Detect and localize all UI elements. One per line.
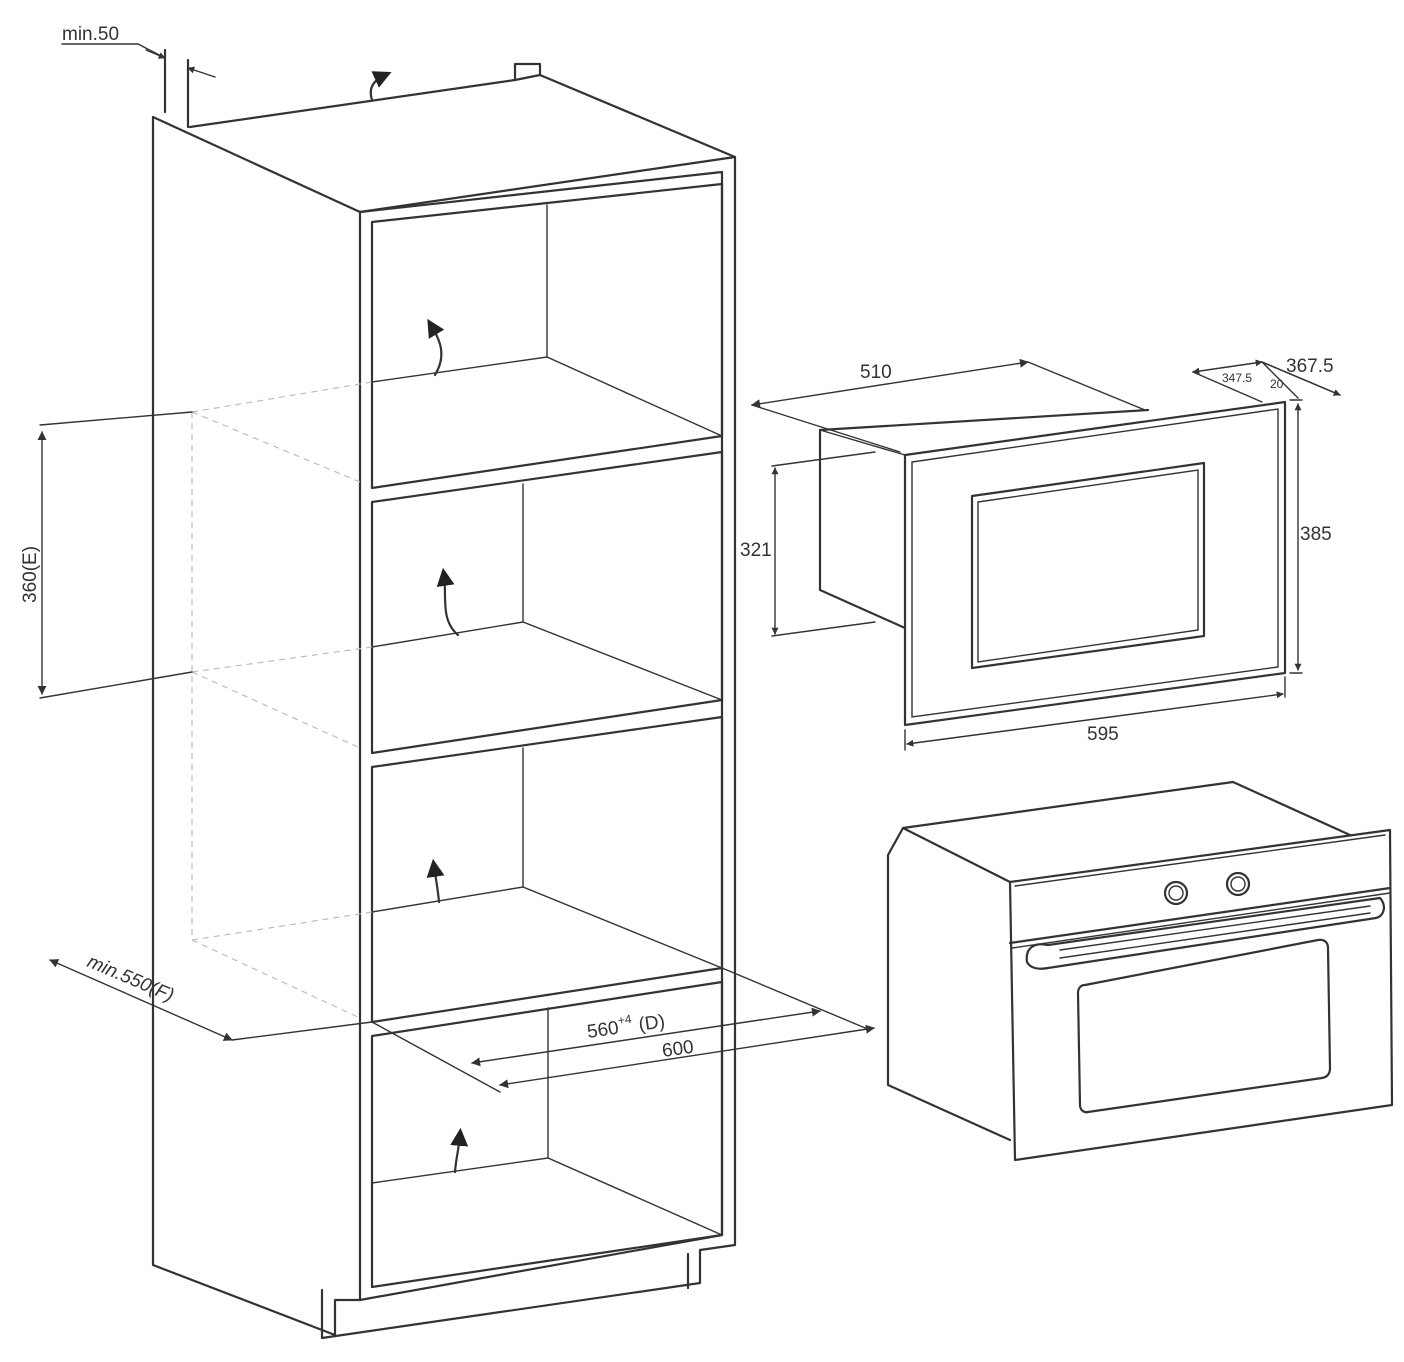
tall-cabinet (151, 48, 737, 1340)
airflow-arrow-2 (436, 567, 460, 637)
dimension-cavity-height: 360(E) (20, 411, 193, 699)
control-knob-left (1163, 880, 1189, 906)
dimension-front-width: 595 (904, 676, 1286, 751)
cabinet-compartment-1 (370, 182, 724, 490)
dimension-body-height: 321 (740, 451, 876, 637)
label-cavity-width: 560 (586, 1018, 620, 1043)
label-cavity-depth: min.550(F) (84, 951, 177, 1006)
appliance-perspective-view (886, 780, 1394, 1162)
airflow-arrow-3 (426, 858, 445, 904)
label-frame-thickness: 20 (1270, 377, 1284, 391)
label-front-height: 385 (1300, 524, 1332, 545)
appliance-dimension-view (818, 400, 1287, 727)
control-knob-right (1225, 871, 1251, 897)
cabinet-compartment-2 (370, 450, 724, 755)
dimension-appliance-depth: 510 (751, 358, 1146, 453)
dimension-frame-depth: 347.5 20 367.5 (1192, 356, 1341, 403)
control-knob-right-inner (1230, 876, 1246, 892)
label-cavity-height: 360(E) (20, 546, 41, 603)
cabinet-compartment-3 (370, 715, 724, 1024)
airflow-arrow-1 (427, 318, 445, 377)
airflow-arrows (369, 71, 469, 1174)
label-appliance-depth: 510 (860, 362, 892, 383)
dimension-cavity-depth: min.550(F) (49, 951, 373, 1041)
label-cavity-width-tolerance: +4 (617, 1012, 633, 1028)
airflow-arrow-4 (450, 1127, 469, 1174)
label-total-depth: 367.5 (1286, 356, 1334, 377)
dimension-front-height: 385 (1289, 399, 1332, 674)
control-knob-left-inner (1168, 885, 1184, 901)
airflow-arrow-top (369, 71, 392, 102)
label-frame-offset: 347.5 (1222, 371, 1252, 385)
label-top-clearance: min.50 (62, 24, 119, 45)
label-front-width: 595 (1087, 724, 1119, 745)
dimension-cavity-width: 560 +4 (D) 600 (371, 967, 875, 1093)
hidden-cavity-lines (191, 381, 373, 1019)
label-cabinet-width: 600 (661, 1037, 695, 1062)
cabinet-compartment-4 (370, 980, 724, 1289)
dimension-top-clearance: min.50 (61, 24, 216, 78)
label-body-height: 321 (740, 540, 772, 561)
label-cavity-width-ref: (D) (637, 1011, 666, 1035)
